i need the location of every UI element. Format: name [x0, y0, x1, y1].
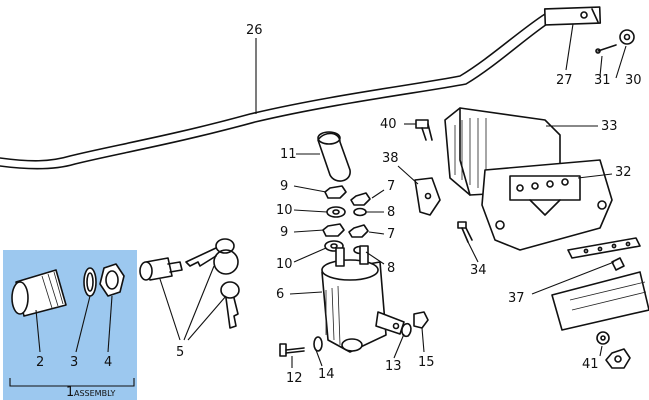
- callout-32: 32: [615, 165, 632, 180]
- part-7-nut-upper: [350, 192, 371, 206]
- part-5-key-lower: [213, 249, 240, 329]
- callout-6: 6: [276, 287, 284, 302]
- part-5-key-upper: [185, 238, 235, 267]
- callout-12: 12: [286, 371, 303, 386]
- part-31-pin: [595, 44, 617, 54]
- callout-4: 4: [104, 355, 112, 370]
- part-38-bracket: [414, 177, 441, 216]
- leader-15: [421, 327, 425, 353]
- callout-37: 37: [508, 291, 525, 306]
- leader-38: [397, 165, 419, 185]
- part-3-ring: [83, 267, 97, 297]
- leader-6: [289, 291, 323, 295]
- callout-27: 27: [556, 73, 573, 88]
- callout-9a: 9: [280, 179, 288, 194]
- part-13-washer: [401, 322, 412, 338]
- callout-13: 13: [385, 359, 402, 374]
- part-26-rod: [0, 6, 602, 170]
- callout-7a: 7: [387, 179, 395, 194]
- part-7-nut-lower: [348, 224, 369, 238]
- part-10-washer-lower: [324, 240, 344, 252]
- leader-9a: [293, 185, 327, 193]
- leader-14: [315, 349, 323, 367]
- leader-7a: [371, 189, 385, 199]
- part-14-washer: [313, 336, 323, 352]
- callout-9b: 9: [280, 225, 288, 240]
- part-34-screw: [457, 221, 473, 243]
- callout-2: 2: [36, 355, 44, 370]
- leader-9b: [293, 229, 325, 233]
- callout-14: 14: [318, 367, 335, 382]
- leader-5c: [187, 295, 227, 341]
- leader-37: [531, 261, 615, 295]
- leader-5b: [183, 265, 215, 341]
- leader-8b: [365, 251, 385, 265]
- part-10-washer-upper: [326, 206, 346, 218]
- assembly-label: ASSEMBLY: [74, 389, 115, 398]
- callout-34: 34: [470, 263, 487, 278]
- callout-10b: 10: [276, 257, 293, 272]
- callout-labels: 26 27 31 30 33 40 11 38 32 9 7 10 8 9 7 …: [36, 23, 642, 400]
- part-4-nut: [99, 263, 125, 297]
- leader-27: [565, 23, 574, 71]
- part-41-nut: [596, 331, 631, 369]
- part-9-nut-lower: [322, 223, 345, 237]
- leader-4: [107, 295, 113, 353]
- callout-26: 26: [246, 23, 263, 38]
- callout-31: 31: [594, 73, 611, 88]
- callout-5: 5: [176, 345, 184, 360]
- part-5-lock-barrel: [139, 257, 183, 281]
- callout-8a: 8: [387, 205, 395, 220]
- part-8-washer-upper: [353, 207, 367, 217]
- leader-13: [393, 333, 405, 359]
- leader-10b: [293, 247, 327, 263]
- leader-2: [35, 309, 41, 353]
- part-9-nut-upper: [324, 185, 347, 199]
- callout-10a: 10: [276, 203, 293, 218]
- callout-30: 30: [625, 73, 642, 88]
- callout-40: 40: [380, 117, 397, 132]
- callout-15: 15: [418, 355, 435, 370]
- leader-7b: [368, 231, 385, 235]
- callout-33: 33: [601, 119, 618, 134]
- callout-41: 41: [582, 357, 599, 372]
- callout-1: 1: [66, 385, 74, 400]
- callout-38: 38: [382, 151, 399, 166]
- part-30-washer: [619, 29, 635, 45]
- callout-7b: 7: [387, 227, 395, 242]
- leader-34: [467, 241, 479, 263]
- leader-lines: [9, 23, 627, 387]
- assembly-bracket: [9, 378, 135, 387]
- part-11-boot: [317, 131, 351, 182]
- part-6-solenoid: [321, 245, 405, 353]
- callout-8b: 8: [387, 261, 395, 276]
- leader-5a: [159, 278, 181, 341]
- part-15-nut: [413, 311, 429, 329]
- leader-10a: [293, 209, 328, 213]
- leader-32: [577, 173, 613, 179]
- part-2-lock-body: [11, 269, 67, 317]
- part-32-regulator: [481, 159, 613, 251]
- leader-31: [599, 55, 603, 77]
- callout-11: 11: [280, 147, 297, 162]
- leader-3: [75, 295, 91, 353]
- leader-41: [599, 345, 603, 357]
- callout-3: 3: [70, 355, 78, 370]
- leader-30: [615, 45, 627, 79]
- part-40-bolt: [415, 119, 433, 141]
- part-12-screw: [279, 343, 305, 357]
- part-37-plate: [551, 237, 649, 331]
